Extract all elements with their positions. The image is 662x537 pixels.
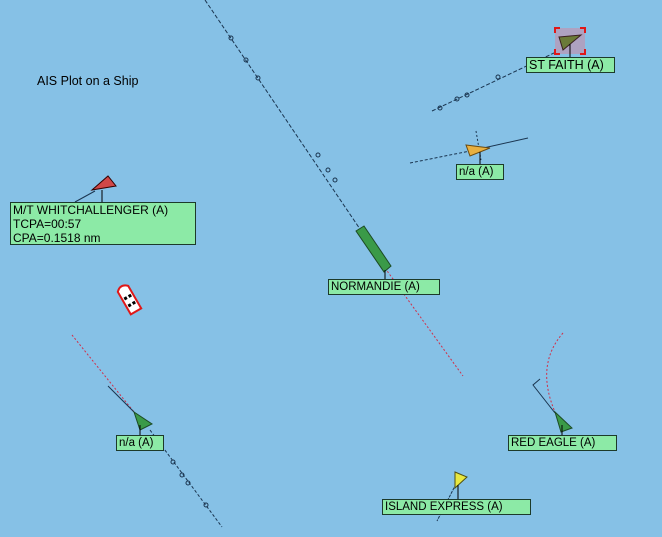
target-label-st-faith[interactable]: ST FAITH (A) xyxy=(526,57,615,73)
track-dots xyxy=(228,35,338,183)
target-label-normandie[interactable]: NORMANDIE (A) xyxy=(328,279,440,295)
target-label-na-upper[interactable]: n/a (A) xyxy=(456,164,504,180)
red-eagle-ship-icon[interactable] xyxy=(553,410,573,433)
na-upper-ship-icon[interactable] xyxy=(465,144,491,157)
plot-title: AIS Plot on a Ship xyxy=(37,74,139,88)
own-ship-icon xyxy=(116,284,143,316)
normandie-ship-icon xyxy=(355,225,392,273)
st-faith-ship-icon[interactable] xyxy=(558,34,583,51)
normandie-past-track xyxy=(204,0,363,233)
island-express-ship-icon[interactable] xyxy=(454,471,468,490)
tcpa-value: TCPA=00:57 xyxy=(13,217,82,231)
target-label-island-express[interactable]: ISLAND EXPRESS (A) xyxy=(382,499,531,515)
target-label-whitchallenger[interactable]: M/T WHITCHALLENGER (A) TCPA=00:57 CPA=0.… xyxy=(10,202,196,245)
target-label-red-eagle[interactable]: RED EAGLE (A) xyxy=(508,435,617,451)
na-lower-ship-icon[interactable] xyxy=(133,410,153,431)
cpa-value: CPA=0.1518 nm xyxy=(13,231,101,245)
target-label-na-lower[interactable]: n/a (A) xyxy=(116,435,164,451)
whitchallenger-ship-icon[interactable] xyxy=(90,175,117,191)
target-name: M/T WHITCHALLENGER (A) xyxy=(13,203,169,217)
